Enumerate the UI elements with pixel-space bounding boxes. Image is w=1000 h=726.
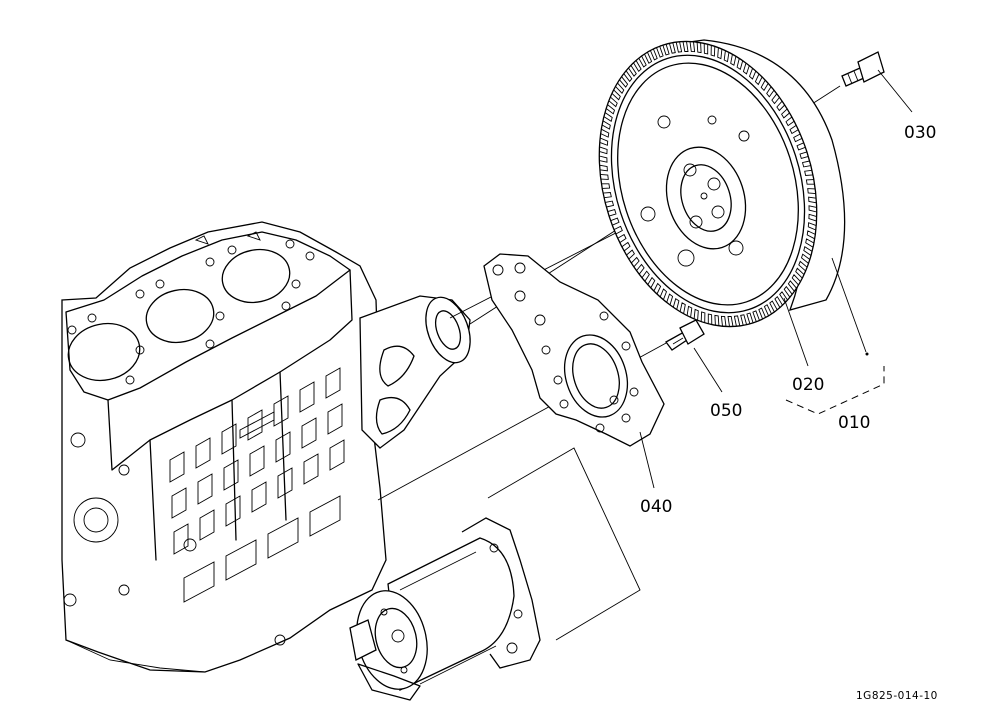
drawing-reference-code: 1G825-014-10 [856,690,938,702]
label-030: 030 [904,123,936,143]
label-020: 020 [792,375,824,395]
starter-motor [349,517,541,701]
label-010: 010 [838,413,870,433]
part-labels: 030 020 010 050 040 1G825-014-10 [640,123,938,702]
ring-gear-teeth [599,41,817,327]
part-050-bolt [665,319,705,351]
label-040: 040 [640,497,672,517]
engine-block [61,221,387,673]
label-050: 050 [710,401,742,421]
part-010-flywheel [598,39,846,328]
crankshaft [359,295,471,449]
leader-lines [639,69,913,489]
part-040-adapter-plate [483,253,665,447]
part-030-bolt [841,51,885,87]
